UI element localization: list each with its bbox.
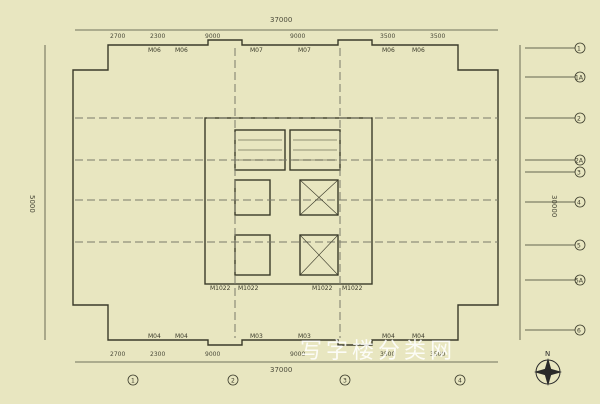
grid-axis-label: 3 <box>343 378 347 385</box>
grid-axis-label: 5A <box>575 278 584 285</box>
top-window-label: M07 <box>298 47 311 54</box>
grid-axis-label: 1 <box>131 378 135 385</box>
core-door-label: M1022 <box>312 285 333 292</box>
grid-axis-label: 2A <box>575 158 584 165</box>
core-door-label: M1022 <box>238 285 259 292</box>
grid-axis-bubble <box>454 374 466 386</box>
lift-core-left-mid <box>234 179 271 216</box>
grid-axis-bubble <box>339 374 351 386</box>
right-overall-dimension: 30000 <box>550 195 558 217</box>
bottom-overall-dimension: 37000 <box>270 366 292 374</box>
central-core <box>204 117 373 285</box>
lift-cross <box>299 234 339 276</box>
top-window-label: M06 <box>175 47 188 54</box>
top-segment-dimension: 2700 <box>110 33 125 40</box>
north-compass: N <box>534 350 562 386</box>
stair-core-right-bottom <box>299 234 339 276</box>
grid-axis-label: 2 <box>231 378 235 385</box>
bottom-window-label: M04 <box>148 333 161 340</box>
top-segment-dimension: 3500 <box>380 33 395 40</box>
lift-cross <box>299 179 339 216</box>
grid-axis-label: 6 <box>577 328 581 335</box>
core-door-label: M1022 <box>342 285 363 292</box>
bottom-segment-dimension: 2300 <box>150 351 165 358</box>
grid-axis-label: 4 <box>577 200 581 207</box>
top-overall-dimension: 37000 <box>270 16 292 24</box>
core-door-label: M1022 <box>210 285 231 292</box>
top-window-label: M07 <box>250 47 263 54</box>
grid-axis-label: 3 <box>577 170 581 177</box>
top-segment-dimension: 2300 <box>150 33 165 40</box>
bottom-window-label: M03 <box>250 333 263 340</box>
bottom-window-label: M04 <box>412 333 425 340</box>
grid-axis-bubble <box>227 374 239 386</box>
stair-core-left-bottom <box>234 234 271 276</box>
compass-north-label: N <box>545 350 550 358</box>
building-outline <box>72 39 499 346</box>
bottom-segment-dimension: 3500 <box>380 351 395 358</box>
grid-axis-label: 5 <box>577 243 581 250</box>
lift-core-right-mid <box>299 179 339 216</box>
bottom-window-label: M04 <box>382 333 395 340</box>
bottom-window-label: M04 <box>175 333 188 340</box>
top-window-label: M06 <box>148 47 161 54</box>
bottom-segment-dimension: 9000 <box>290 351 305 358</box>
top-segment-dimension: 9000 <box>205 33 220 40</box>
top-segment-dimension: 3500 <box>430 33 445 40</box>
grid-axis-label: 4 <box>458 378 462 385</box>
bottom-segment-dimension: 3500 <box>430 351 445 358</box>
bottom-window-label: M03 <box>298 333 311 340</box>
grid-axis-label: 1A <box>575 75 584 82</box>
left-overall-dimension: 5000 <box>28 195 36 213</box>
grid-axis-label: 1 <box>577 46 581 53</box>
bottom-segment-dimension: 2700 <box>110 351 125 358</box>
grid-axis-bubble <box>127 374 139 386</box>
bottom-segment-dimension: 9000 <box>205 351 220 358</box>
top-window-label: M06 <box>382 47 395 54</box>
watermark: 写字楼分类网 <box>300 339 457 364</box>
top-segment-dimension: 9000 <box>290 33 305 40</box>
top-window-label: M06 <box>412 47 425 54</box>
grid-axis-label: 2 <box>577 116 581 123</box>
